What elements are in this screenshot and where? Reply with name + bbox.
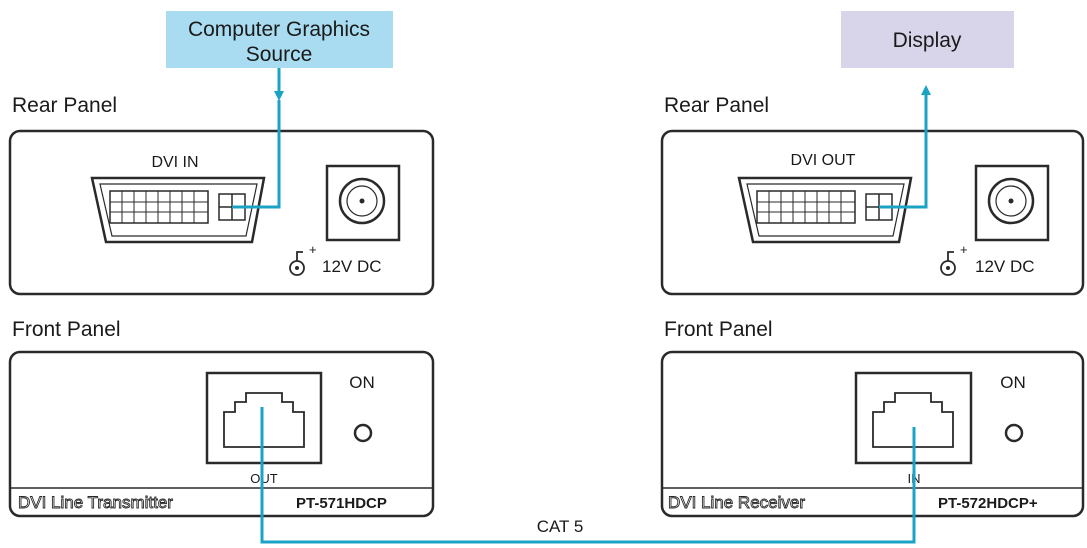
transmitter-front-panel: OUT ON DVI Line Transmitter PT-571HDCP — [8, 350, 435, 518]
transmitter-on-led — [353, 423, 373, 443]
display-box: Display — [841, 11, 1014, 68]
receiver-device-name: DVI Line Receiver — [668, 493, 805, 512]
transmitter-on-label: ON — [349, 373, 375, 392]
power-polarity-icon: + — [940, 242, 968, 276]
transmitter-rear-panel: DVI IN + 12V DC — [8, 129, 435, 296]
transmitter-dvi-connector — [90, 176, 266, 244]
transmitter-port-label: OUT — [250, 471, 278, 486]
source-label-line2: Source — [246, 43, 313, 66]
receiver-power-jack — [974, 164, 1050, 242]
display-label: Display — [893, 29, 962, 52]
source-label-line1: Computer Graphics — [188, 18, 370, 41]
receiver-model: PT-572HDCP+ — [938, 495, 1038, 512]
transmitter-rj45-port — [205, 371, 323, 465]
svg-text:+: + — [960, 242, 968, 257]
transmitter-power-jack — [325, 164, 401, 242]
receiver-front-panel: IN ON DVI Line Receiver PT-572HDCP+ — [660, 350, 1085, 518]
power-polarity-icon: + — [289, 242, 317, 276]
transmitter-model: PT-571HDCP — [296, 495, 387, 512]
svg-text:+: + — [309, 242, 317, 257]
source-box: Computer Graphics Source — [166, 11, 393, 68]
receiver-front-heading: Front Panel — [664, 318, 773, 341]
receiver-on-label: ON — [1000, 373, 1026, 392]
transmitter-power-label: 12V DC — [322, 257, 382, 276]
receiver-power-label: 12V DC — [975, 257, 1035, 276]
transmitter-dvi-label: DVI IN — [151, 154, 198, 171]
transmitter-front-heading: Front Panel — [12, 318, 121, 341]
transmitter-rear-heading: Rear Panel — [12, 94, 117, 117]
dvi-out-to-display-cable — [879, 85, 931, 209]
receiver-rear-panel: DVI OUT + 12V DC — [660, 129, 1085, 296]
cat5-cable — [260, 407, 916, 544]
receiver-on-led — [1004, 423, 1024, 443]
transmitter-device-name: DVI Line Transmitter — [18, 493, 173, 512]
receiver-dvi-label: DVI OUT — [791, 152, 856, 169]
receiver-dvi-connector — [737, 176, 913, 244]
receiver-rear-heading: Rear Panel — [664, 94, 769, 117]
cat5-label: CAT 5 — [537, 517, 584, 536]
cable-lines — [232, 68, 931, 544]
